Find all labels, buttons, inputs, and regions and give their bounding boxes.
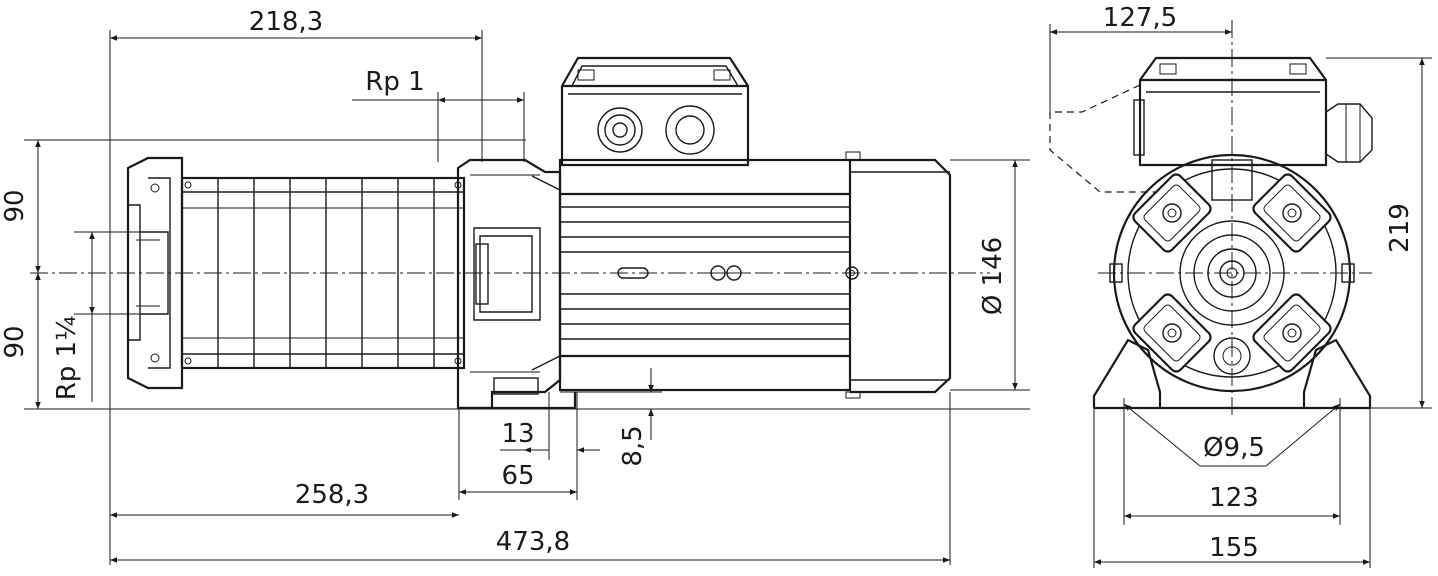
dim-hole-diameter: Ø9,5 bbox=[1203, 433, 1265, 463]
dim-8-5: 8,5 bbox=[618, 425, 648, 466]
dim-rp114: Rp 1¼ bbox=[52, 316, 82, 401]
front-view bbox=[30, 56, 990, 410]
motor bbox=[558, 151, 952, 399]
dim-218-3: 218,3 bbox=[249, 7, 323, 37]
terminal-box bbox=[560, 56, 750, 167]
dim-123: 123 bbox=[1209, 483, 1259, 513]
side-dimensions: 127,5 219 Ø9,5 123 155 bbox=[1049, 3, 1432, 568]
dim-13: 13 bbox=[501, 419, 534, 449]
dim-90-upper: 90 bbox=[0, 189, 30, 222]
front-foot bbox=[458, 392, 577, 410]
dim-motor-diameter: Ø 146 bbox=[978, 237, 1008, 315]
dim-473-8: 473,8 bbox=[496, 527, 570, 557]
side-view bbox=[1049, 20, 1373, 415]
dim-155: 155 bbox=[1209, 533, 1259, 563]
dim-219: 219 bbox=[1385, 203, 1415, 253]
discharge-housing bbox=[456, 158, 562, 410]
dim-127-5: 127,5 bbox=[1103, 3, 1177, 33]
dim-258-3: 258,3 bbox=[295, 480, 369, 510]
dim-90-lower: 90 bbox=[0, 325, 30, 358]
front-dimensions: 218,3 Rp 1 90 90 Rp 1¼ Ø 146 13 bbox=[0, 7, 1030, 565]
pump-end-cap bbox=[126, 156, 184, 390]
pump-stages bbox=[180, 176, 466, 370]
dim-rp1: Rp 1 bbox=[365, 67, 424, 97]
dim-65: 65 bbox=[501, 461, 534, 491]
